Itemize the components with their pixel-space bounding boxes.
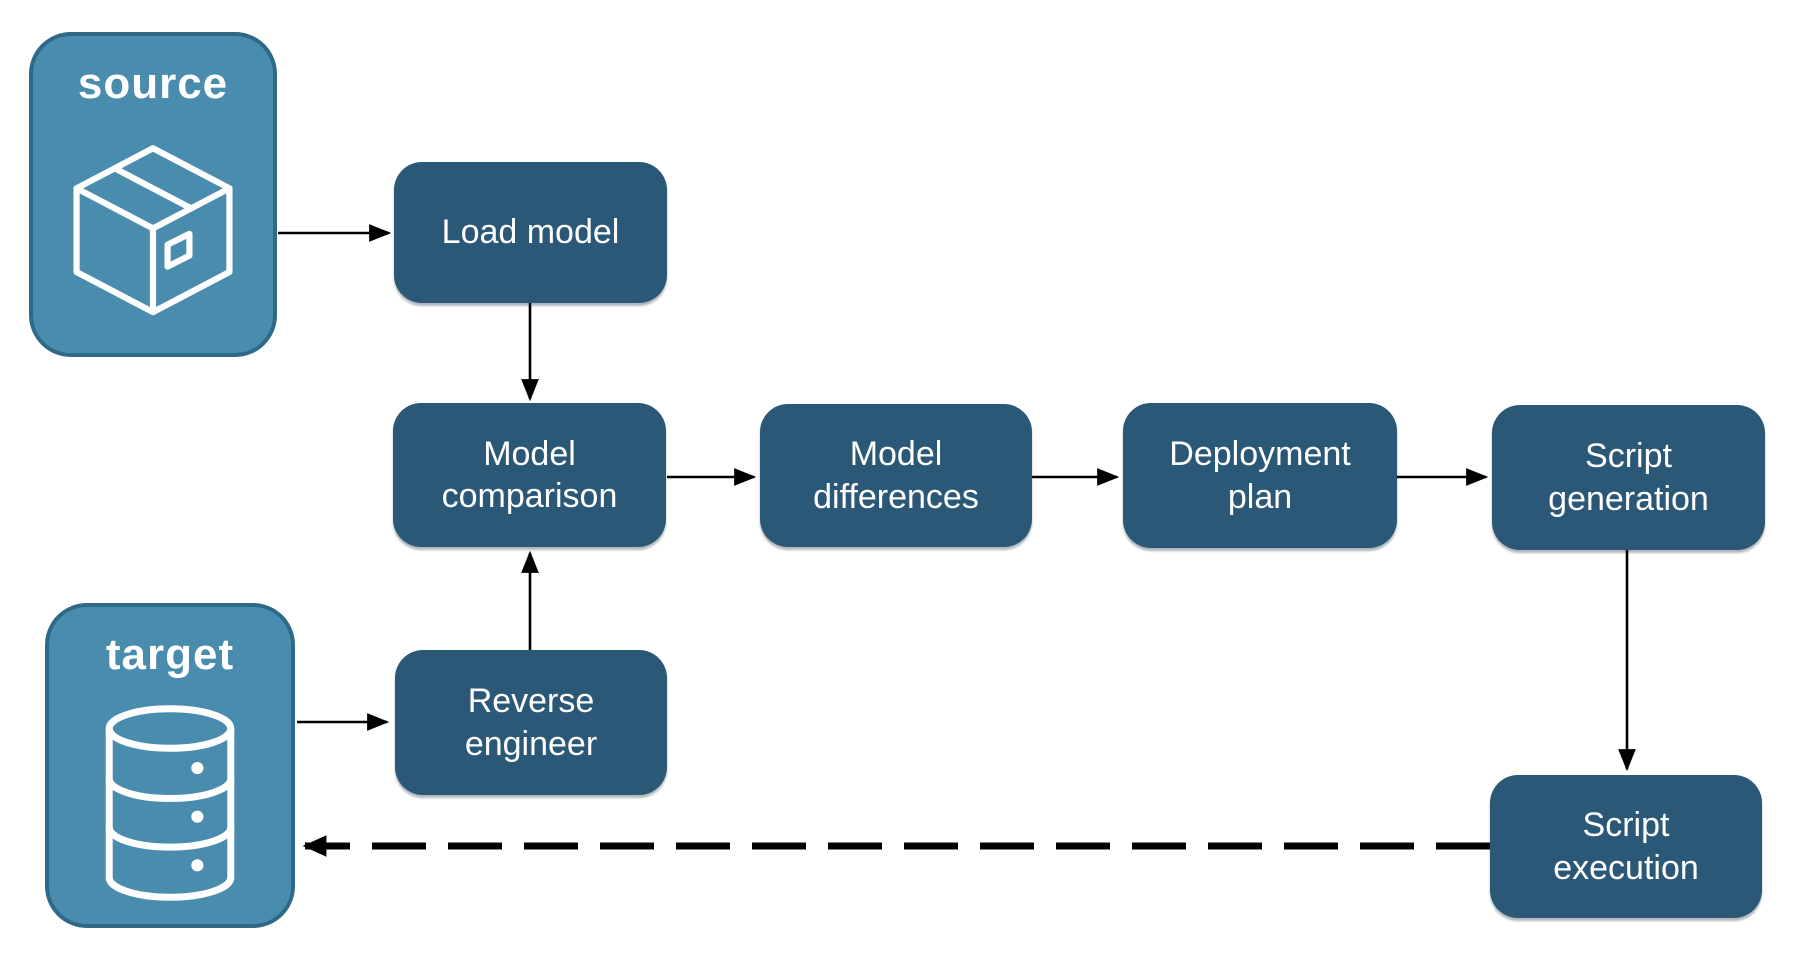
database-dot-3 bbox=[191, 859, 204, 872]
package-top-edges bbox=[73, 185, 233, 232]
step-model-differences: Model differences bbox=[760, 404, 1032, 547]
step-deployment-plan-label: Deployment plan bbox=[1169, 435, 1351, 516]
source-icon-wrap bbox=[33, 111, 273, 353]
package-lid-seam bbox=[111, 165, 195, 212]
package-icon bbox=[73, 145, 233, 316]
step-model-differences-label: Model differences bbox=[813, 435, 979, 516]
step-reverse-engineer: Reverse engineer bbox=[395, 650, 667, 795]
step-script-execution: Script execution bbox=[1490, 775, 1762, 918]
database-bottom-arc bbox=[105, 873, 235, 901]
target-icon-wrap bbox=[49, 682, 291, 924]
database-dot-2 bbox=[191, 810, 204, 823]
step-load-model: Load model bbox=[394, 162, 667, 303]
database-dot-1 bbox=[191, 761, 204, 775]
step-deployment-plan: Deployment plan bbox=[1123, 403, 1397, 548]
database-band-2 bbox=[105, 823, 235, 851]
database-top-ellipse bbox=[105, 705, 235, 752]
step-script-execution-label: Script execution bbox=[1553, 806, 1699, 887]
step-script-generation: Script generation bbox=[1492, 405, 1765, 550]
target-label: target bbox=[105, 630, 235, 679]
step-model-comparison: Model comparison bbox=[393, 403, 666, 547]
source-label: source bbox=[77, 59, 229, 108]
step-script-generation-label: Script generation bbox=[1548, 437, 1709, 518]
database-icon bbox=[105, 705, 235, 901]
source-node: source bbox=[29, 32, 277, 357]
step-reverse-engineer-label: Reverse engineer bbox=[464, 682, 598, 763]
step-load-model-label: Load model bbox=[441, 213, 620, 252]
database-band-1 bbox=[105, 775, 235, 802]
package-label-square bbox=[164, 230, 193, 270]
step-model-comparison-label: Model comparison bbox=[441, 434, 618, 516]
target-node: target bbox=[45, 603, 295, 928]
